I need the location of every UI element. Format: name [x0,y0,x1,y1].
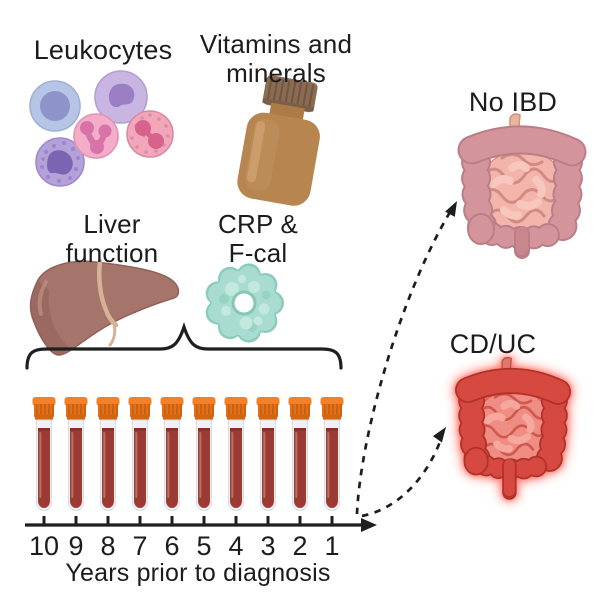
blood-tube-icon [63,396,89,512]
tick-label-2: 2 [292,531,308,561]
blood-tube-icon [159,396,185,512]
tick-label-8: 8 [100,531,116,561]
crp-label-line1: CRP & [218,209,298,239]
healthy-intestine-icon [457,113,587,259]
dashed-arrow-to-cduc [361,427,446,518]
vitamin-bottle-icon [237,75,320,206]
tick-label-4: 4 [228,531,244,561]
inflamed-intestine-icon [454,356,572,500]
blood-tube-icon [287,396,313,512]
blood-tube-icon [31,396,57,512]
blood-tube-icon [255,396,281,512]
brace [25,321,343,370]
blood-tube-icon [319,396,345,512]
liver-label-line2: function [65,238,159,268]
blood-tube-row [31,396,345,512]
timeline-axis-arrow [25,516,377,532]
leukocyte-cells-icon [29,70,174,187]
tick-label-7: 7 [132,531,148,561]
blood-tube-icon [127,396,153,512]
vitamins-label-line1: Vitamins and [199,29,353,59]
liver-function-label: Liver function [42,210,182,268]
liver-label-line1: Liver [83,209,141,239]
axis-caption: Years prior to diagnosis [65,559,331,587]
tick-label-6: 6 [164,531,180,561]
blood-tube-icon [223,396,249,512]
leukocytes-label: Leukocytes [33,35,173,65]
vitamins-label: Vitamins and minerals [195,30,357,88]
tick-label-9: 9 [68,531,84,561]
tick-label-10: 10 [28,531,60,561]
vitamins-label-line2: minerals [226,58,326,88]
tick-label-5: 5 [196,531,212,561]
crp-fcal-label: CRP & F-cal [197,210,319,268]
blood-tube-icon [191,396,217,512]
blood-tube-icon [95,396,121,512]
crp-protein-icon [205,263,284,343]
tick-label-1: 1 [324,531,340,561]
cduc-label: CD/UC [449,329,537,359]
dashed-arrow-to-no-ibd [355,201,457,515]
crp-label-line2: F-cal [228,238,288,268]
no-ibd-label: No IBD [468,87,558,117]
tick-label-3: 3 [260,531,276,561]
liver-icon [29,258,180,356]
